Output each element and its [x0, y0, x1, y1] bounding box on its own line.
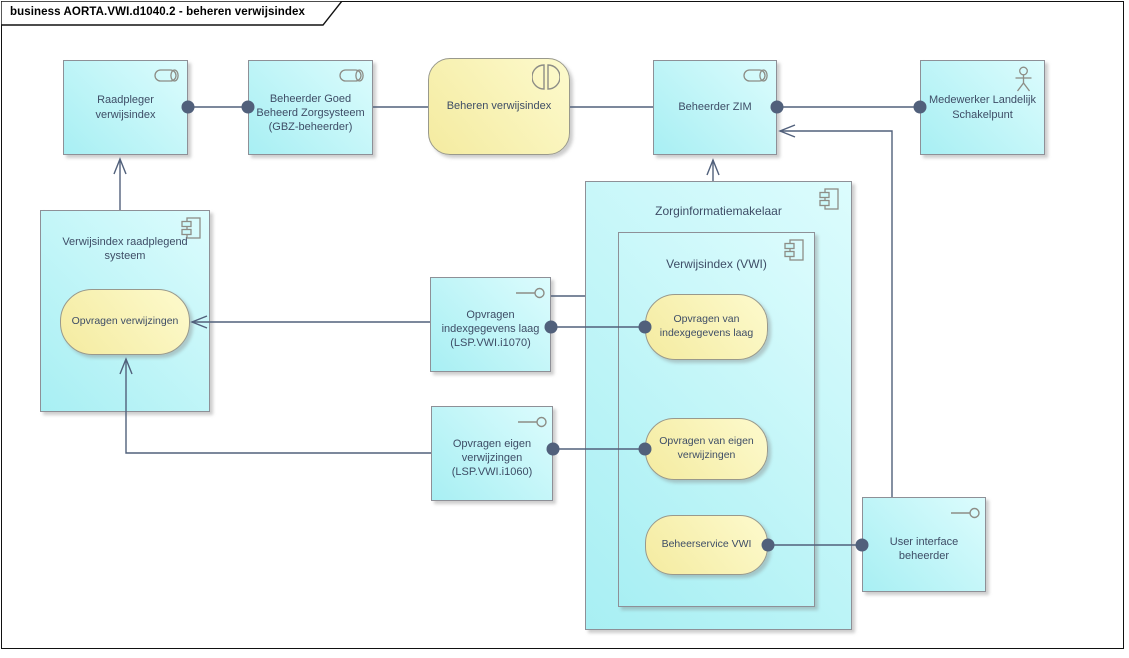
- business-interaction-icon: [532, 64, 560, 90]
- node-beheerder-zim[interactable]: Beheerder ZIM: [653, 60, 777, 155]
- business-role-icon: [339, 69, 364, 82]
- node-medewerker-landelijk-schakelpunt[interactable]: Medewerker Landelijk Schakelpunt: [920, 60, 1045, 155]
- provided-interface-icon: [951, 507, 980, 519]
- node-beheren-verwijsindex[interactable]: Beheren verwijsindex: [428, 58, 570, 155]
- component-icon: [784, 239, 804, 261]
- node-interface-lsp-vwi-i1070[interactable]: Opvragen indexgegevens laag (LSP.VWI.i10…: [430, 277, 551, 372]
- node-label: Beheren verwijsindex: [446, 100, 552, 113]
- diagram-title: business AORTA.VWI.d1040.2 - beheren ver…: [10, 6, 306, 18]
- business-actor-icon: [1015, 66, 1032, 92]
- node-label: Zorginformatiemakelaar: [655, 204, 782, 218]
- component-icon: [181, 217, 201, 239]
- node-beheerservice-vwi[interactable]: Beheerservice VWI: [645, 515, 768, 575]
- component-icon: [819, 188, 839, 210]
- node-label: Beheerder ZIM: [678, 101, 752, 114]
- node-opvragen-van-indexgegevens-laag[interactable]: Opvragen van indexgegevens laag: [645, 294, 768, 360]
- business-role-icon: [154, 69, 179, 82]
- node-opvragen-van-eigen-verwijzingen[interactable]: Opvragen van eigen verwijzingen: [645, 418, 768, 480]
- business-role-icon: [743, 69, 768, 82]
- node-label: Opvragen eigen verwijzingen (LSP.VWI.i10…: [451, 437, 533, 479]
- provided-interface-icon: [516, 287, 545, 299]
- node-label: Opvragen van indexgegevens laag: [659, 313, 754, 339]
- node-label: Beheerservice VWI: [661, 538, 752, 551]
- node-label: Opvragen indexgegevens laag (LSP.VWI.i10…: [441, 308, 540, 350]
- node-opvragen-verwijzingen[interactable]: Opvragen verwijzingen: [60, 289, 190, 355]
- node-label: Opvragen van eigen verwijzingen: [659, 435, 754, 461]
- node-label: Opvragen verwijzingen: [71, 315, 179, 328]
- node-user-interface-beheerder[interactable]: User interface beheerder: [862, 497, 986, 592]
- node-label: User interface beheerder: [889, 535, 959, 562]
- node-label: Beheerder Goed Beheerd Zorgsysteem (GBZ-…: [256, 92, 365, 134]
- node-label: Verwijsindex (VWI): [666, 257, 767, 271]
- node-label: Medewerker Landelijk Schakelpunt: [929, 94, 1036, 121]
- node-interface-lsp-vwi-i1060[interactable]: Opvragen eigen verwijzingen (LSP.VWI.i10…: [431, 406, 553, 501]
- node-raadpleger-verwijsindex[interactable]: Raadpleger verwijsindex: [63, 60, 188, 155]
- node-label: Raadpleger verwijsindex: [95, 94, 156, 121]
- provided-interface-icon: [518, 416, 547, 428]
- node-beheerder-gbz[interactable]: Beheerder Goed Beheerd Zorgsysteem (GBZ-…: [248, 60, 373, 155]
- node-label: Verwijsindex raadplegend systeem: [62, 236, 188, 263]
- diagram-frame: [1, 1, 1124, 649]
